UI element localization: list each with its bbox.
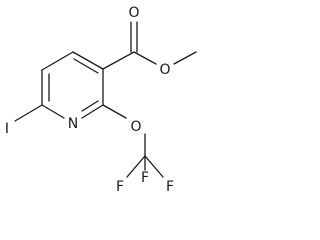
bond-c3-c4 xyxy=(72,51,104,70)
atom-fluorine-left: F xyxy=(116,179,124,195)
ester-group xyxy=(102,21,197,70)
bond-c2-ether-o xyxy=(102,104,127,119)
bond-ester-o-methyl xyxy=(173,51,197,65)
atom-labels: I N O O O F F F xyxy=(5,5,174,195)
bond-carbonyl-ester-o xyxy=(133,51,157,65)
pyridine-ring xyxy=(41,51,104,119)
atom-ester-oxygen: O xyxy=(159,62,170,78)
iodo-substituent xyxy=(14,104,43,122)
bond-c3-carbonyl xyxy=(102,51,135,70)
atom-carbonyl-oxygen: O xyxy=(128,5,139,21)
bond-c6-iodine xyxy=(14,104,43,122)
atom-fluorine-top: F xyxy=(141,170,149,186)
bond-c6-n1 xyxy=(41,104,65,119)
atom-iodine: I xyxy=(5,121,9,137)
atom-fluorine-right: F xyxy=(166,179,174,195)
trifluoromethoxy-group xyxy=(102,104,164,178)
bond-n1-c2 xyxy=(81,104,104,119)
bond-cf3-f-right xyxy=(144,155,164,178)
bond-c4-c5 xyxy=(41,51,74,71)
molecule-structure: I N O O O F F F xyxy=(5,5,197,195)
atom-ring-nitrogen: N xyxy=(68,116,78,132)
bond-cf3-f-left xyxy=(126,155,146,178)
bond-n1-c2-double xyxy=(81,100,99,112)
atom-ether-oxygen: O xyxy=(130,119,141,135)
bond-c4-c3-double xyxy=(73,58,99,74)
